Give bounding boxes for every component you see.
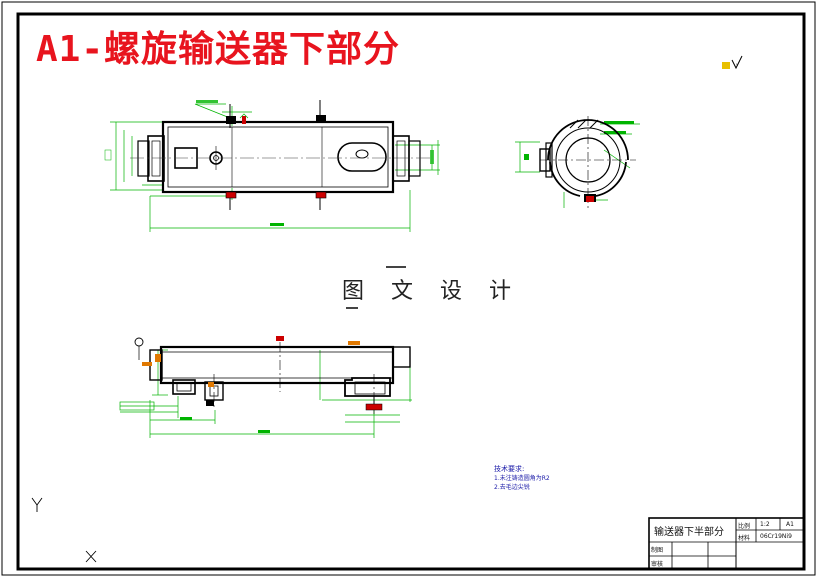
ucs-x-icon (85, 550, 97, 563)
ucs-y-icon (31, 497, 43, 512)
tech-requirements-heading: 技术要求: (494, 465, 525, 473)
bottom-view (119, 336, 412, 438)
drawing-name: 输送器下半部分 (654, 527, 724, 538)
title-block (648, 517, 805, 570)
front-view (104, 100, 440, 232)
watermark-text: 图 文 设 计 (342, 279, 521, 304)
checked-by-label: 审核 (651, 561, 664, 568)
tech-requirement-item: 2.去毛边尖锐 (494, 484, 530, 491)
sheet-code: A1 (786, 521, 794, 528)
technical-requirements: 技术要求: 1.未注铸造圆角为R2 2.去毛边尖锐 (494, 465, 550, 492)
scale-label: 比例 (738, 523, 751, 530)
drawn-by-label: 制图 (651, 547, 664, 554)
side-view (515, 116, 640, 208)
tech-requirement-item: 1.未注铸造圆角为R2 (494, 475, 550, 482)
scale-value: 1:2 (760, 521, 770, 528)
svg-text:√: √ (736, 62, 740, 68)
material-value: 06Cr19Ni9 (760, 533, 792, 540)
drawing-title: A1-螺旋输送器下部分 (36, 29, 401, 70)
inner-border (16, 12, 806, 571)
material-label: 材料 (738, 535, 751, 542)
watermark-decoration (346, 266, 406, 309)
roughness-symbol-icon: √ (722, 55, 743, 70)
